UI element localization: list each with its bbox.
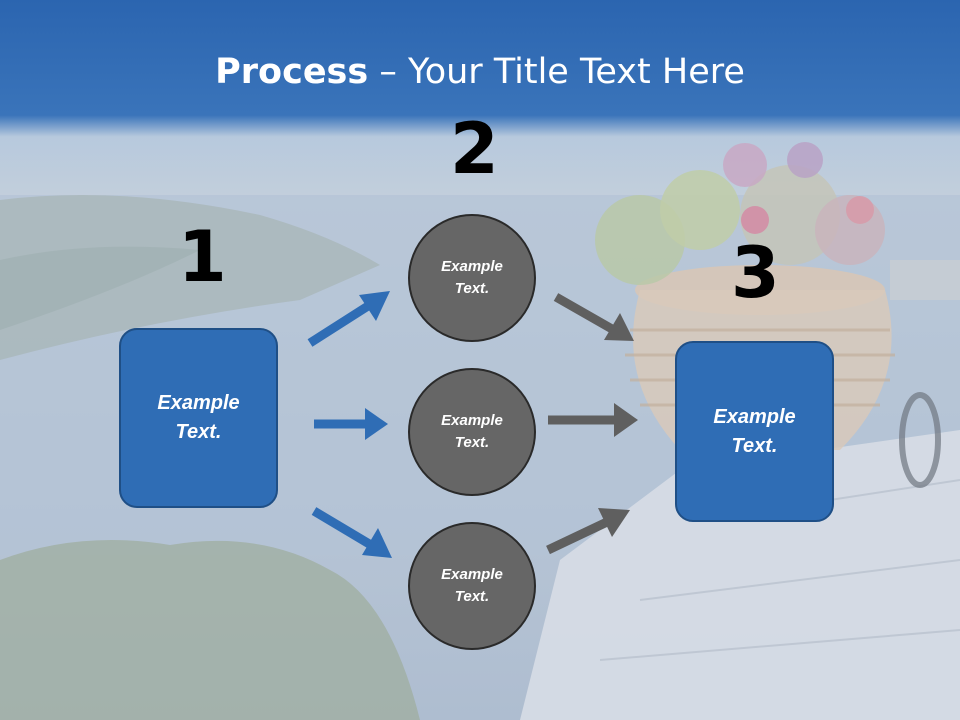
step2-circle-top[interactable]: Example Text.: [408, 214, 536, 342]
circle-label: Example Text.: [441, 565, 503, 606]
step1-box[interactable]: Example Text.: [119, 328, 278, 508]
slide-title: Process – Your Title Text Here: [0, 52, 960, 92]
title-rest: Your Title Text Here: [407, 52, 745, 92]
circle-label: Example Text.: [441, 257, 503, 298]
step2-circle-bottom[interactable]: Example Text.: [408, 522, 536, 650]
step-number-3: 3: [731, 232, 780, 314]
title-separator: –: [368, 52, 408, 92]
blue-arrow-up: [307, 291, 390, 347]
step1-label: Example Text.: [157, 392, 240, 443]
gray-arrow-right: [548, 403, 638, 437]
step2-circle-middle[interactable]: Example Text.: [408, 368, 536, 496]
circle-label: Example Text.: [441, 411, 503, 452]
step-number-2: 2: [450, 108, 499, 190]
blue-arrow-right: [314, 408, 388, 440]
gray-arrow-down: [553, 293, 634, 341]
blue-arrow-down: [311, 507, 392, 558]
step3-box[interactable]: Example Text.: [675, 341, 834, 522]
step-number-1: 1: [178, 216, 227, 298]
step3-label: Example Text.: [713, 405, 796, 457]
title-bold: Process: [215, 52, 369, 92]
gray-arrow-up: [546, 508, 630, 555]
